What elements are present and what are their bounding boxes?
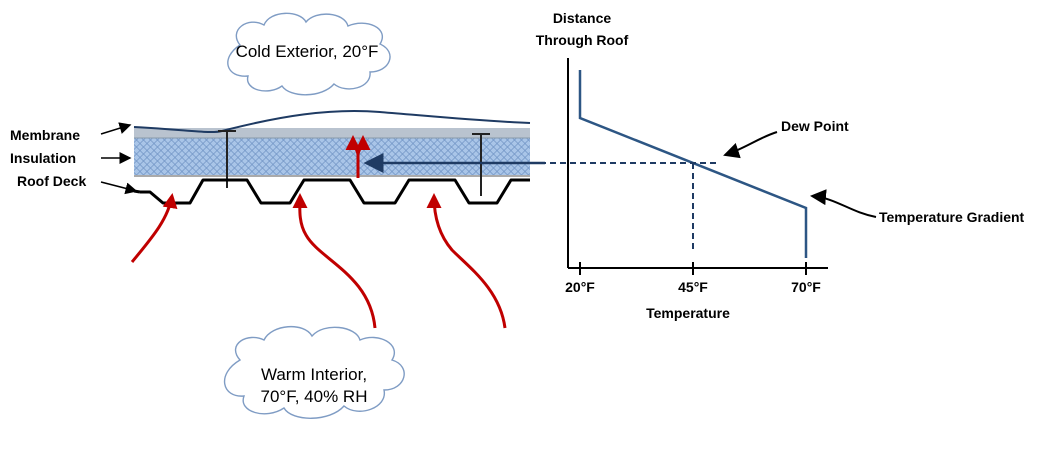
- roof-deck-pointer: [100, 181, 138, 195]
- membrane-label: Membrane: [10, 127, 80, 143]
- moisture-arrow: [292, 193, 377, 329]
- y-axis-label-line1: Distance: [553, 10, 612, 26]
- warm-interior-cloud: Warm Interior, 70°F, 40% RH: [223, 325, 405, 419]
- cold-exterior-label: Cold Exterior, 20°F: [236, 42, 379, 61]
- membrane-pointer: [100, 122, 132, 135]
- membrane-line: [133, 109, 531, 134]
- insulation-layer: [134, 138, 530, 175]
- x-tick-label: 45°F: [678, 279, 708, 295]
- cold-exterior-cloud: Cold Exterior, 20°F: [227, 12, 391, 96]
- warm-interior-label-line1: Warm Interior,: [261, 365, 367, 384]
- temperature-gradient-label: Temperature Gradient: [879, 209, 1025, 225]
- y-axis-label-line2: Through Roof: [536, 32, 629, 48]
- warm-interior-label-line2: 70°F, 40% RH: [261, 387, 368, 406]
- moisture-arrow: [130, 193, 178, 263]
- cloud-shape: [223, 325, 405, 419]
- moisture-arrow: [426, 193, 507, 329]
- x-axis-label: Temperature: [646, 305, 730, 321]
- x-tick-label: 20°F: [565, 279, 595, 295]
- dew-point-label: Dew Point: [781, 118, 849, 134]
- membrane-band: [134, 128, 530, 138]
- fastener: [472, 133, 490, 196]
- cloud-shape: [227, 12, 391, 96]
- roof-deck-label: Roof Deck: [17, 173, 86, 189]
- insulation-label: Insulation: [10, 150, 76, 166]
- dew-point-pointer: [723, 131, 778, 159]
- roof-deck: [140, 178, 530, 205]
- vapor-arrow: [355, 135, 371, 156]
- gradient-pointer: [810, 189, 877, 218]
- x-tick-label: 70°F: [791, 279, 821, 295]
- roof-assembly: [130, 109, 531, 329]
- layer-labels: Membrane Insulation Roof Deck: [10, 122, 138, 195]
- temperature-chart: 20°F 45°F 70°F Distance Through Roof Tempe…: [363, 10, 1025, 321]
